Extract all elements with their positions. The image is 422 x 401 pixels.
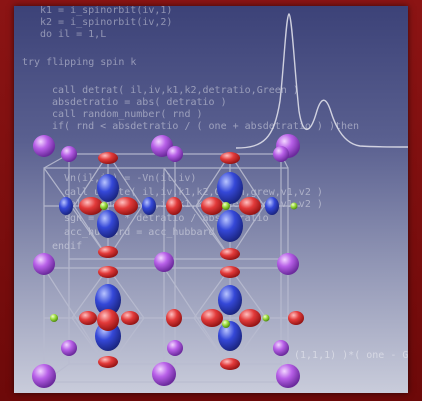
blue-lobe	[218, 285, 242, 315]
large-atom	[167, 340, 183, 356]
large-atom	[276, 364, 300, 388]
red-lobe	[166, 197, 182, 215]
red-lobe	[239, 197, 261, 215]
dos-curve	[235, 13, 408, 149]
large-atom	[273, 146, 289, 162]
red-lobe	[220, 358, 240, 370]
crystal-illustration: k1 = i_spinorbit(iv,1) k2 = i_spinorbit(…	[14, 6, 408, 393]
large-atom	[152, 362, 176, 386]
blue-lobe	[265, 197, 279, 215]
large-atom	[273, 340, 289, 356]
large-atom	[32, 364, 56, 388]
red-lobe	[97, 309, 119, 331]
crystal-lattice	[32, 13, 408, 388]
large-atom	[277, 253, 299, 275]
red-lobe	[220, 266, 240, 278]
orbital-group	[59, 152, 156, 258]
red-lobe	[166, 309, 182, 327]
blue-lobe	[217, 210, 243, 242]
red-lobe	[239, 309, 261, 327]
large-atom	[167, 146, 183, 162]
red-lobe	[98, 246, 118, 258]
blue-lobe	[97, 210, 119, 238]
red-lobe	[201, 309, 223, 327]
small-atom	[100, 202, 108, 210]
red-lobe	[220, 152, 240, 164]
red-lobe	[79, 311, 97, 325]
orbital-group	[166, 152, 279, 260]
red-lobe	[98, 152, 118, 164]
red-lobe	[114, 197, 138, 215]
large-atoms	[32, 134, 300, 388]
large-atom	[154, 252, 174, 272]
red-lobe	[288, 311, 304, 325]
small-atom	[50, 314, 58, 322]
blue-lobe	[142, 197, 156, 215]
blue-lobe	[97, 174, 119, 202]
small-atom	[262, 314, 270, 322]
large-atom	[61, 340, 77, 356]
small-atom	[222, 320, 230, 328]
blue-lobe	[95, 284, 121, 316]
small-atom	[290, 202, 298, 210]
large-atom	[33, 253, 55, 275]
large-atom	[61, 146, 77, 162]
red-lobe	[98, 266, 118, 278]
blue-lobe	[217, 172, 243, 204]
red-lobe	[79, 197, 103, 215]
red-lobe	[98, 356, 118, 368]
large-atom	[33, 135, 55, 157]
orbital-group	[50, 266, 139, 368]
red-lobe	[220, 248, 240, 260]
orbital-group	[166, 266, 304, 370]
red-lobe	[201, 197, 223, 215]
blue-lobe	[218, 321, 242, 351]
red-lobe	[121, 311, 139, 325]
small-atom	[222, 202, 230, 210]
blue-lobe	[59, 197, 73, 215]
